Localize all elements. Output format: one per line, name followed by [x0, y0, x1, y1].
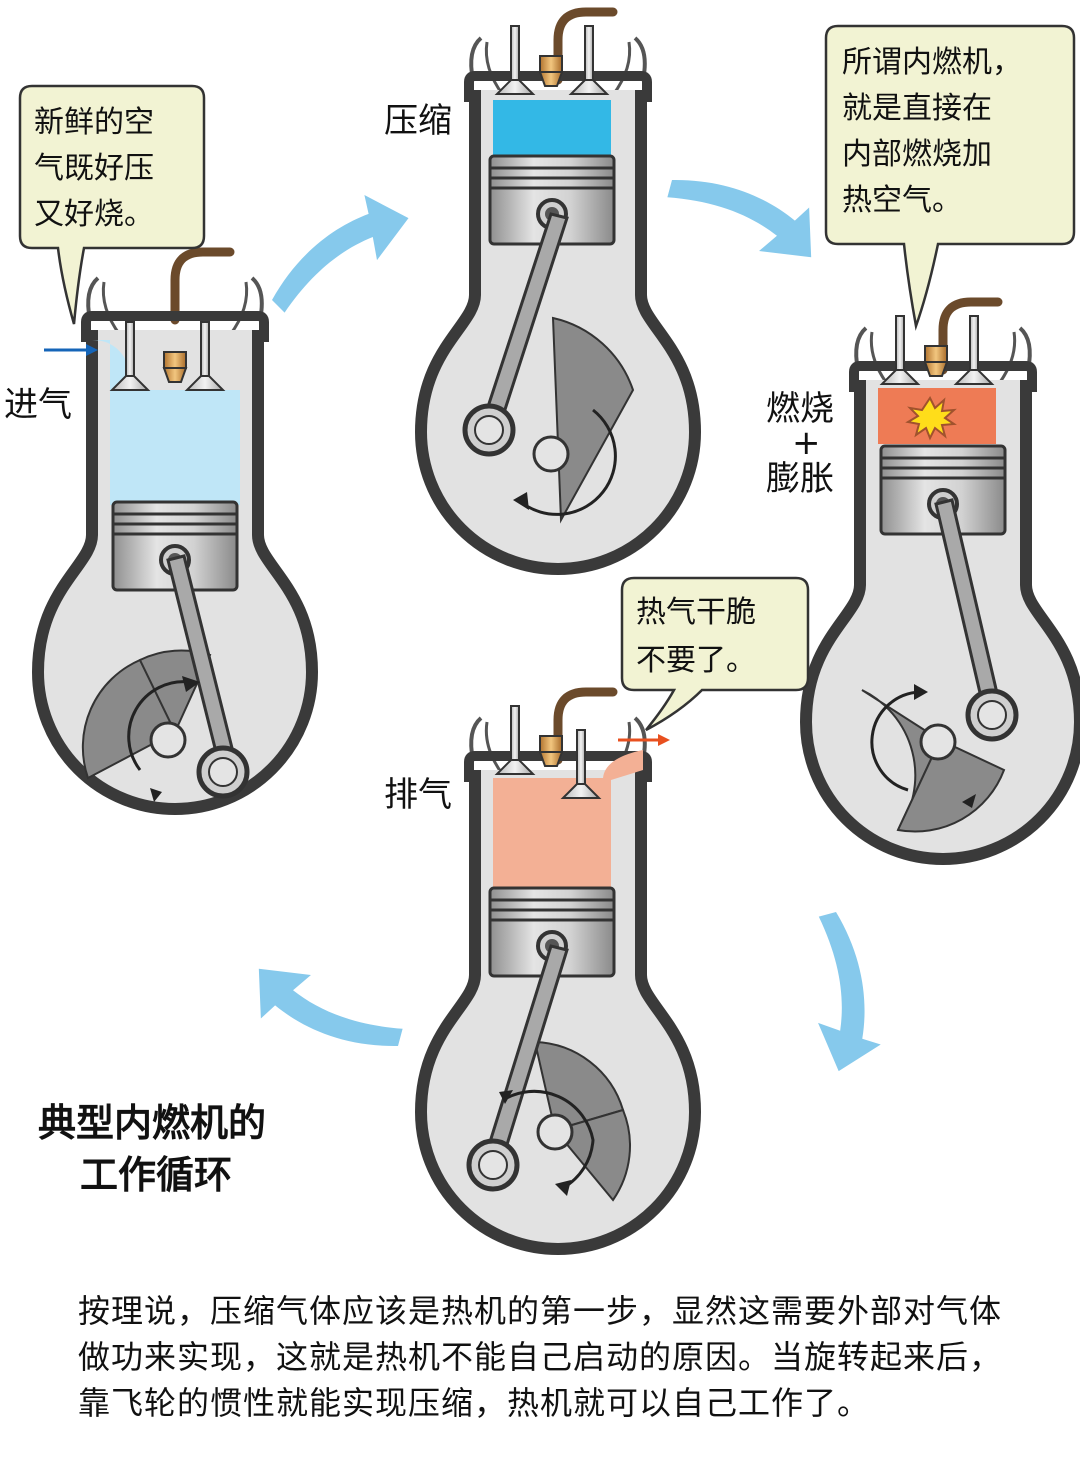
engine-exhaust — [421, 692, 695, 1249]
bubble-intake-line-2: 气既好压 — [34, 151, 154, 186]
rotation-arrow-icon — [870, 690, 921, 792]
engine-intake — [38, 252, 312, 809]
cycle-arrow-icon — [661, 127, 832, 305]
engine-combustion — [806, 302, 1080, 859]
stage-label-combustion: 燃烧 + 膨胀 — [766, 389, 834, 499]
speech-bubble-exhaust: 热气干脆 不要了。 — [620, 576, 810, 732]
diagram-title: 典型内燃机的 工作循环 — [38, 1101, 266, 1197]
bubble-combustion-line-2: 就是直接在 — [842, 91, 992, 126]
cycle-arrow-icon — [272, 195, 409, 313]
title-line-1: 典型内燃机的 — [38, 1101, 266, 1145]
stage-label-combustion-line1: 燃烧 — [766, 389, 834, 429]
caption-paragraph: 按理说，压缩气体应该是热机的第一步，显然这需要外部对气体做功来实现，这就是热机不… — [78, 1292, 1003, 1422]
intake-air-fill — [110, 390, 240, 505]
stage-label-compression: 压缩 — [384, 101, 452, 141]
explosion-icon — [905, 396, 957, 441]
bubble-combustion-line-3: 内部燃烧加 — [842, 137, 992, 172]
stage-label-intake: 进气 — [4, 385, 72, 425]
bubble-exhaust-line-2: 不要了。 — [636, 643, 756, 678]
stage-label-combustion-line2: 膨胀 — [766, 459, 834, 499]
stage-label-exhaust: 排气 — [384, 775, 452, 815]
compressed-air-fill — [493, 100, 611, 158]
cycle-arrow-icon — [238, 921, 409, 1099]
bubble-intake-line-1: 新鲜的空 — [34, 105, 154, 140]
bubble-combustion-line-1: 所谓内燃机， — [842, 45, 1022, 80]
rotation-arrow-icon — [502, 1089, 595, 1190]
rotation-arrow-icon — [127, 680, 191, 771]
speech-bubble-intake: 新鲜的空 气既好压 又好烧。 — [18, 84, 206, 325]
engine-compression — [421, 12, 695, 569]
cycle-arrow-icon — [756, 905, 927, 1083]
title-line-2: 工作循环 — [80, 1153, 232, 1197]
exhaust-flow-arrow-icon — [618, 734, 670, 746]
speech-bubble-combustion: 所谓内燃机， 就是直接在 内部燃烧加 热空气。 — [824, 24, 1076, 331]
bubble-exhaust-line-1: 热气干脆 — [636, 595, 756, 630]
rotation-arrow-icon — [520, 408, 617, 516]
intake-flow-arrow-icon — [44, 344, 98, 356]
stage-label-combustion-plus: + — [792, 423, 821, 463]
bubble-combustion-line-4: 热空气。 — [842, 183, 962, 218]
bubble-intake-line-3: 又好烧。 — [34, 197, 154, 232]
